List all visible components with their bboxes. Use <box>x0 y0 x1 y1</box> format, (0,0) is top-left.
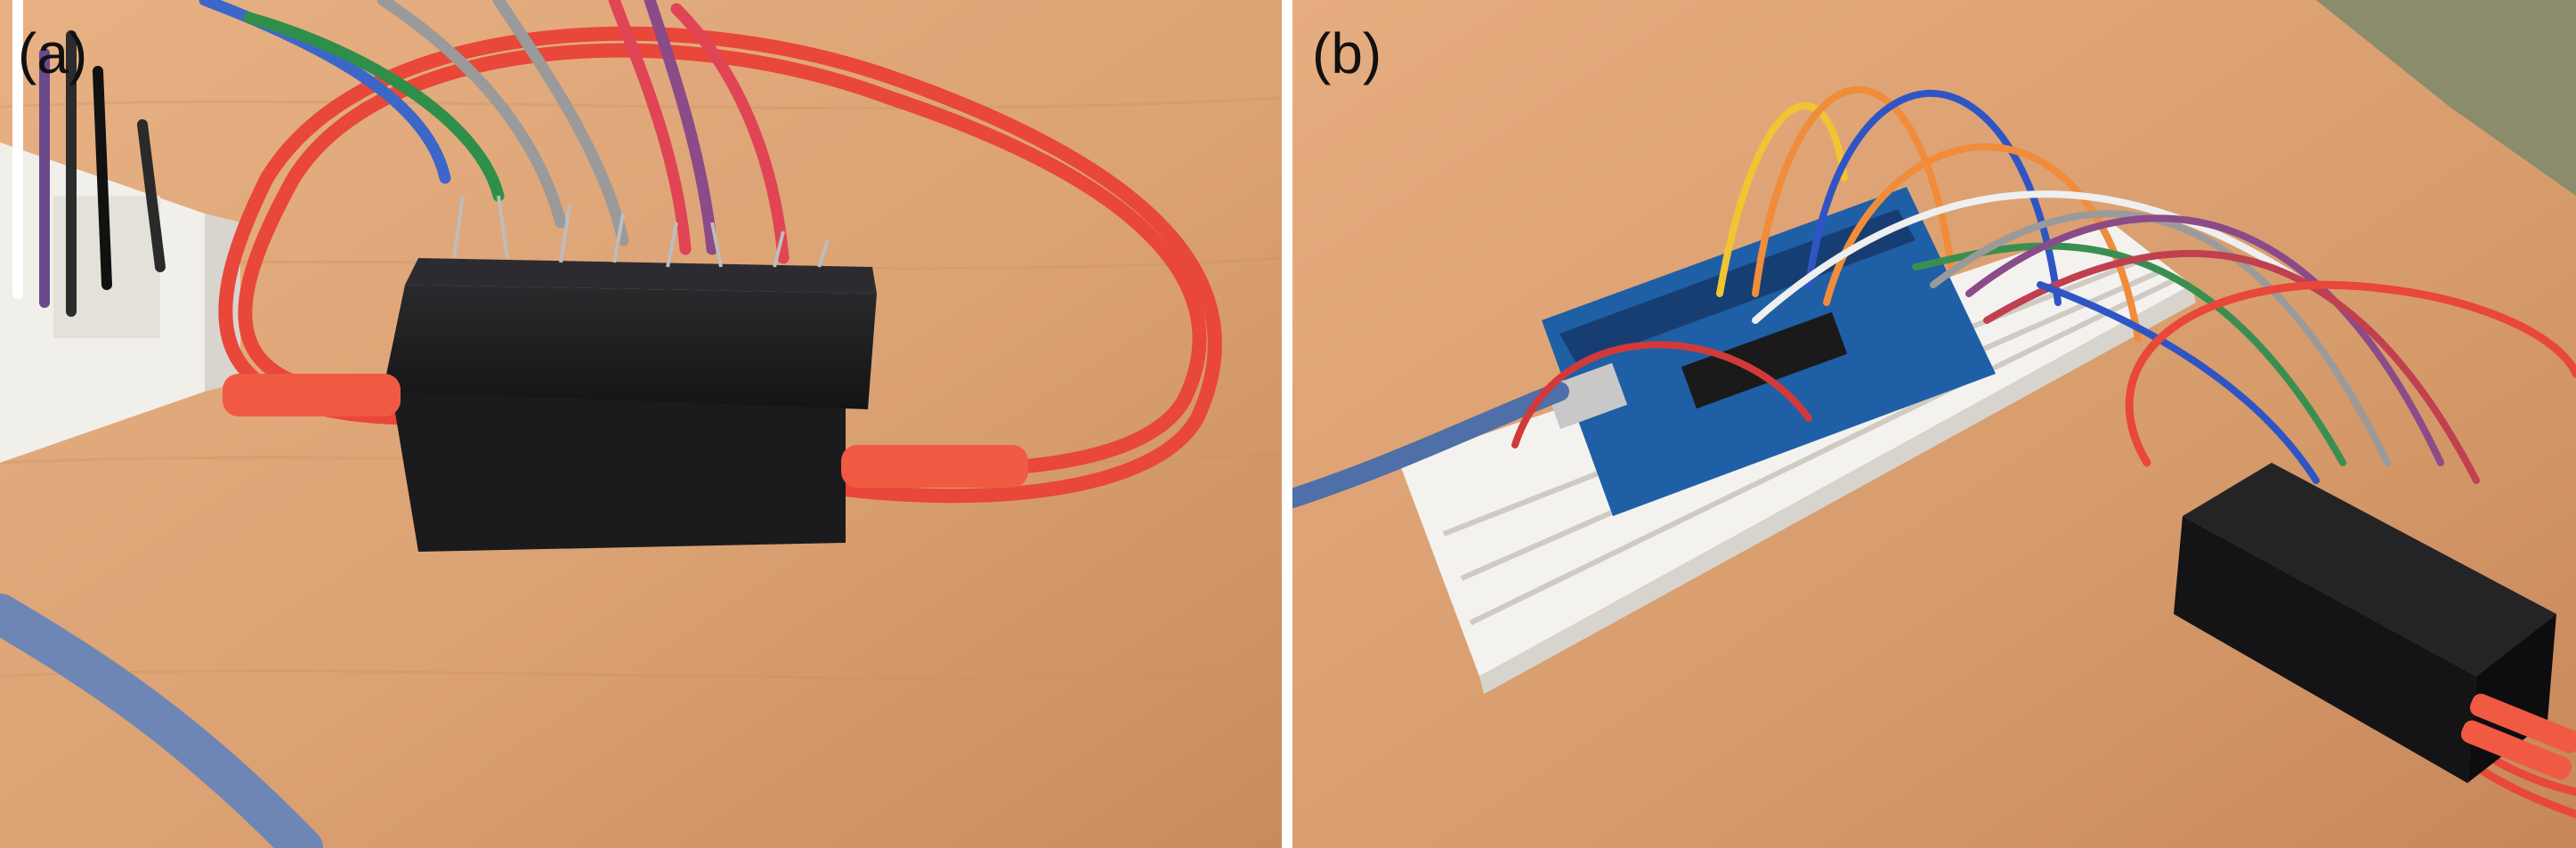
arduino-board <box>1542 187 1996 516</box>
red-wire-loop <box>218 26 1222 504</box>
usb-cable <box>0 594 323 848</box>
usb-cable <box>1292 382 1569 508</box>
photo-panel-a: (a) <box>0 0 1282 848</box>
background-foliage <box>2316 0 2576 196</box>
jumper-wires <box>1511 85 2480 484</box>
photo-a-illustration <box>0 0 1282 848</box>
jumper-wires-left <box>12 0 166 317</box>
breadboard <box>1399 222 2196 694</box>
photo-panel-b: (b) <box>1292 0 2576 848</box>
photo-b-illustration <box>1292 0 2576 848</box>
red-sleeves <box>223 374 1028 488</box>
signal-wires <box>198 0 790 264</box>
black-enclosure <box>383 195 877 552</box>
panel-label-b: (b) <box>1312 21 1382 85</box>
panel-label-a: (a) <box>18 21 88 85</box>
red-sleeves <box>2460 693 2576 780</box>
